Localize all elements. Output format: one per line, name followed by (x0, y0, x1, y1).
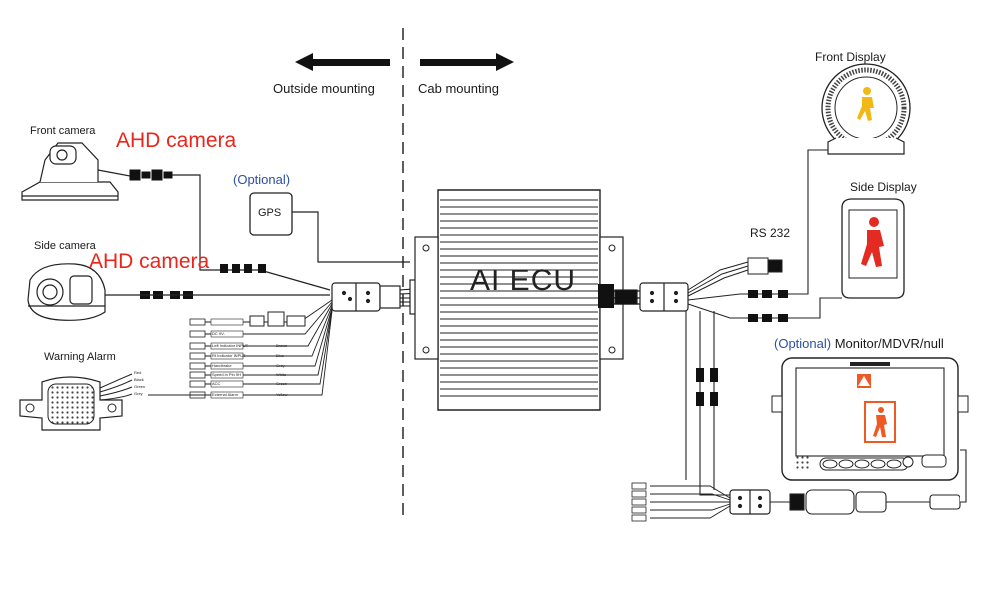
harness-plugs (189, 318, 244, 399)
side-camera-icon (27, 263, 106, 321)
harness-row-color: Green (276, 381, 288, 386)
front-display-cable (687, 149, 850, 301)
pedestrian-icon (861, 217, 884, 267)
front-camera-icon (21, 142, 131, 201)
inline-connector-icon (696, 368, 718, 406)
front-camera-connector-icon (129, 169, 173, 181)
harness-plug (189, 342, 206, 350)
harness-row-color: Brown (276, 343, 288, 348)
side-display-label: Side Display (850, 180, 917, 194)
bottom-harness-plugs (631, 482, 647, 522)
harness-plug (189, 318, 206, 326)
harness-plug (189, 371, 206, 379)
harness-row-name: External Alarm (212, 392, 239, 397)
harness-row-color: White (276, 372, 287, 377)
alarm-speaker-icon (19, 373, 133, 431)
side-display-connector-icon (748, 314, 788, 322)
harness-row-name: Rt Indicator INPUT (212, 353, 246, 358)
harness-plug (189, 380, 206, 388)
harness-row-color: Yellow (276, 392, 288, 397)
front-camera-label: Front camera (30, 125, 96, 137)
gps-label: GPS (258, 207, 282, 219)
harness-tag (210, 318, 244, 326)
warning-alarm-label: Warning Alarm (44, 351, 116, 363)
monitor-cable (685, 311, 730, 496)
harness-tag (210, 362, 244, 370)
rs232-label: RS 232 (750, 226, 791, 240)
harness-plug (189, 352, 206, 360)
rs232-cable (687, 257, 783, 297)
harness-plug (189, 330, 206, 338)
harness-tag (210, 391, 244, 399)
monitor-type-label: Monitor/MDVR/null (831, 336, 944, 351)
harness-row-name: Speed in Pin 9H (212, 372, 241, 377)
front-camera-cable (172, 174, 331, 291)
monitor-label: (Optional) Monitor/MDVR/null (774, 336, 944, 351)
front-display-label: Front Display (815, 50, 886, 64)
harness-tag (210, 342, 244, 350)
cable-connector-icon (220, 264, 266, 273)
harness-tag (210, 380, 244, 388)
pedestrian-warning-icon (864, 401, 896, 443)
harness-row-name: Left Indicator INPUT (212, 343, 249, 348)
harness-plug (189, 362, 206, 370)
bottom-splitter-icon (729, 489, 771, 515)
left-splitter-icon (331, 282, 401, 312)
gps-module-icon (249, 192, 410, 263)
alarm-wire-color: Grey (134, 391, 143, 396)
harness-tag (210, 371, 244, 379)
harness-row-name: ACC (212, 381, 221, 386)
right-splitter-icon (614, 282, 689, 312)
bottom-harness (650, 485, 731, 519)
relay-icon (249, 311, 306, 327)
harness-row-color: Grey (276, 363, 285, 368)
alarm-wire-color: Green (134, 384, 146, 389)
ahd-camera-label-side: AHD camera (89, 250, 210, 273)
ahd-camera-label-front: AHD camera (116, 129, 237, 152)
harness-tag (210, 352, 244, 360)
harness-row-name: DC 9V- (212, 331, 225, 336)
warning-triangle-icon (857, 374, 871, 388)
monitor-optional-label: (Optional) (774, 336, 832, 351)
side-display-cable (687, 297, 842, 319)
harness-tag (210, 330, 244, 338)
alarm-wire-color: Red (134, 370, 142, 375)
gps-optional-label: (Optional) (233, 172, 291, 187)
harness-row-name: Handbrake (212, 363, 232, 368)
cab-arrow-icon (420, 53, 514, 71)
side-camera-label: Side camera (34, 240, 96, 252)
outside-arrow-icon (295, 53, 390, 71)
ecu-box-icon (414, 189, 624, 411)
display-connector-icon (748, 290, 788, 298)
pedestrian-icon (857, 87, 874, 121)
alarm-wire-color: Black (134, 377, 144, 382)
harness-row-color: Blue (276, 353, 285, 358)
cab-mounting-label: Cab mounting (418, 81, 499, 96)
ecu-label: AI ECU (470, 264, 577, 297)
aviation-connector-icon (770, 449, 967, 515)
outside-mounting-label: Outside mounting (273, 81, 375, 96)
